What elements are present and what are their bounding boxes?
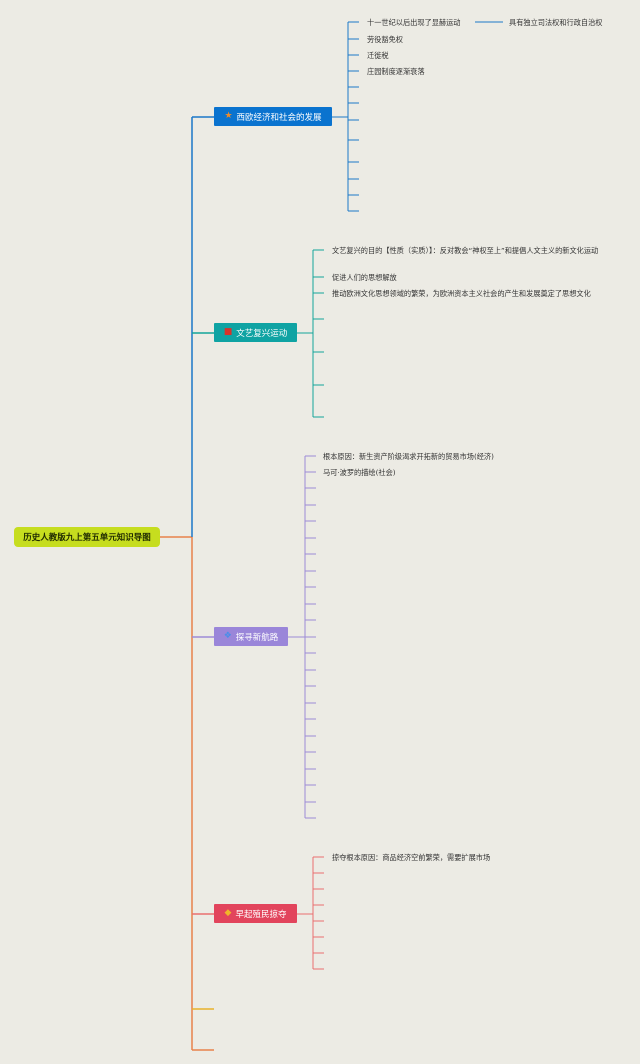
sub-leaf-item[interactable]: 具有独立司法权和行政自治权: [509, 18, 603, 27]
leaf-item[interactable]: 文艺复兴的目的【性质（实质）】：反对教会“神权至上”和提倡人文主义的新文化运动: [332, 246, 599, 255]
leaf-item[interactable]: 十一世纪以后出现了显赫运动: [367, 18, 461, 27]
leaf-item[interactable]: 劳役豁免权: [367, 35, 403, 44]
leaf-item[interactable]: 促进人们的思想解放: [332, 273, 397, 282]
leaf-item[interactable]: 马可·波罗的描绘(社会): [323, 468, 396, 477]
leaf-item[interactable]: 根本原因：新生资产阶级渴求开拓新的贸易市场(经济): [323, 452, 494, 461]
leaf-item[interactable]: 掠夺根本原因：商品经济空前繁荣，需要扩展市场: [332, 853, 491, 862]
branch-label: 西欧经济和社会的发展: [236, 112, 322, 123]
branch-label: 早起殖民掠夺: [235, 909, 287, 920]
branch-western-europe-economy[interactable]: ★ 西欧经济和社会的发展: [214, 107, 332, 126]
root-topic[interactable]: 历史人教版九上第五单元知识导图: [14, 527, 160, 547]
flag-icon: ■: [223, 327, 233, 337]
branch-colonial-plunder[interactable]: ◆ 早起殖民掠夺: [214, 904, 297, 923]
leaf-item[interactable]: 迁徙税: [367, 51, 389, 60]
branch-new-sea-routes[interactable]: ❖ 探寻新航路: [214, 627, 288, 646]
leaf-item[interactable]: 推动欧洲文化思想领域的繁荣，为欧洲资本主义社会的产生和发展奠定了思想文化: [332, 289, 591, 298]
star-icon: ★: [224, 111, 233, 121]
branch-label: 文艺复兴运动: [236, 328, 288, 339]
branch-renaissance[interactable]: ■ 文艺复兴运动: [214, 323, 297, 342]
diamond-outline-icon: ❖: [223, 631, 232, 641]
branch-label: 探寻新航路: [235, 632, 279, 643]
gem-icon: ◆: [224, 908, 232, 918]
leaf-item[interactable]: 庄园制度逐渐衰落: [367, 67, 425, 76]
